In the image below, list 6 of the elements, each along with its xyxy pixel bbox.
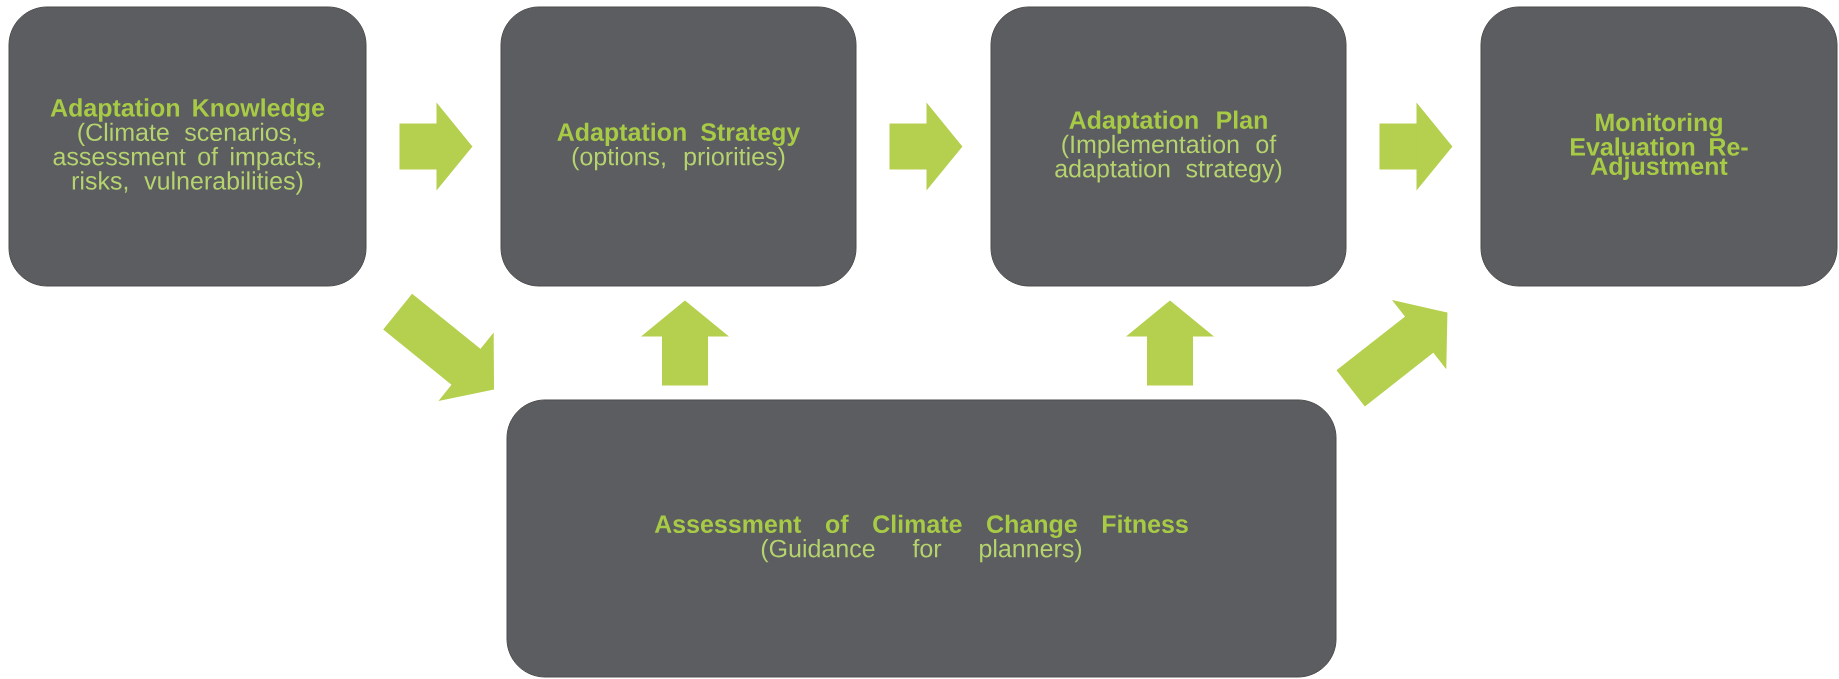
block-arrow [1336, 300, 1448, 407]
process-box: Adaptation Plan (Implementation of adaptation strategy) [990, 6, 1347, 287]
process-box: Monitoring Evaluation Re-Adjustment [1480, 6, 1838, 287]
process-box: Adaptation Strategy (options, priorities) [500, 6, 857, 287]
process-box: Adaptation Knowledge (Climate scenarios, assessment of impacts, risks, vulnerabilities) [8, 6, 367, 287]
process-box: Assessment of Climate Change Fitness (Guidance for planners) [506, 399, 1337, 678]
